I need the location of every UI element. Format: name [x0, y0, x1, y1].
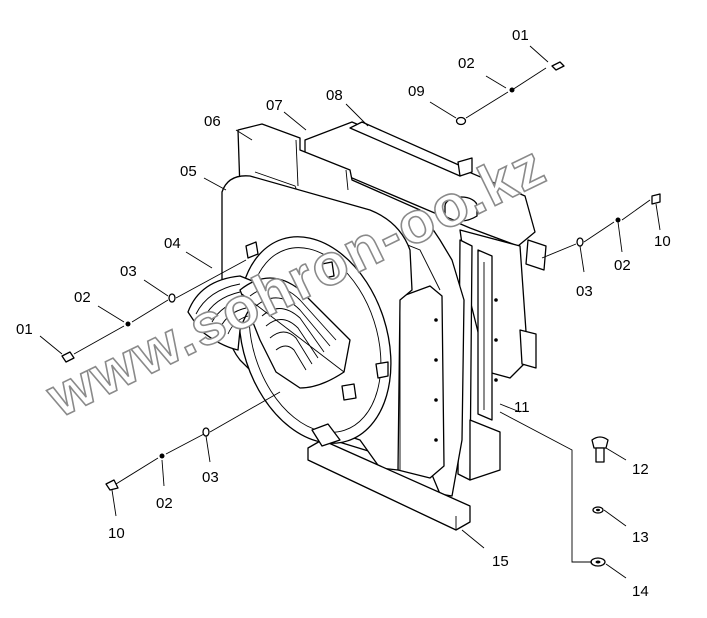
bolt-top	[551, 61, 565, 71]
callout-02-bottom: 02	[156, 495, 173, 512]
callout-08: 08	[326, 87, 343, 104]
nut-bottom	[202, 427, 210, 437]
radiator-core	[304, 121, 547, 481]
nut-right	[576, 237, 584, 247]
seal-ring-09	[455, 116, 467, 126]
callout-07: 07	[266, 97, 283, 114]
callout-labels: 01 02 09 08 07 06 05 04 03 02 01 10 02 0…	[16, 27, 671, 600]
bolt-12	[591, 436, 609, 463]
callout-12: 12	[632, 461, 649, 478]
support-beam	[307, 423, 471, 531]
callout-11: 11	[514, 399, 530, 416]
callout-04: 04	[164, 235, 181, 252]
callout-14: 14	[632, 583, 649, 600]
callout-05: 05	[180, 163, 197, 180]
callout-10-bottom: 10	[108, 525, 125, 542]
callout-03-bottom: 03	[202, 469, 219, 486]
callout-15: 15	[492, 553, 509, 570]
bolt-right	[651, 193, 661, 205]
callout-06: 06	[204, 113, 221, 130]
callout-03-right: 03	[576, 283, 593, 300]
callout-01-top: 01	[512, 27, 529, 44]
callout-02-top: 02	[458, 55, 475, 72]
washer-bottom	[159, 453, 165, 459]
callout-13: 13	[632, 529, 649, 546]
washer-left	[125, 321, 131, 327]
leader-lines	[39, 45, 661, 579]
callout-01-left: 01	[16, 321, 33, 338]
callout-09: 09	[408, 83, 425, 100]
callout-10-right: 10	[654, 233, 671, 250]
washer-14	[590, 557, 606, 567]
bolt-bottom	[105, 479, 119, 491]
nut-left	[168, 293, 176, 303]
callout-02-left: 02	[74, 289, 91, 306]
washer-right	[615, 217, 621, 223]
callout-02-right: 02	[614, 257, 631, 274]
bolt-left	[61, 351, 75, 363]
fan-guard	[187, 275, 351, 389]
washer-13	[592, 506, 604, 514]
callout-03-left: 03	[120, 263, 137, 280]
